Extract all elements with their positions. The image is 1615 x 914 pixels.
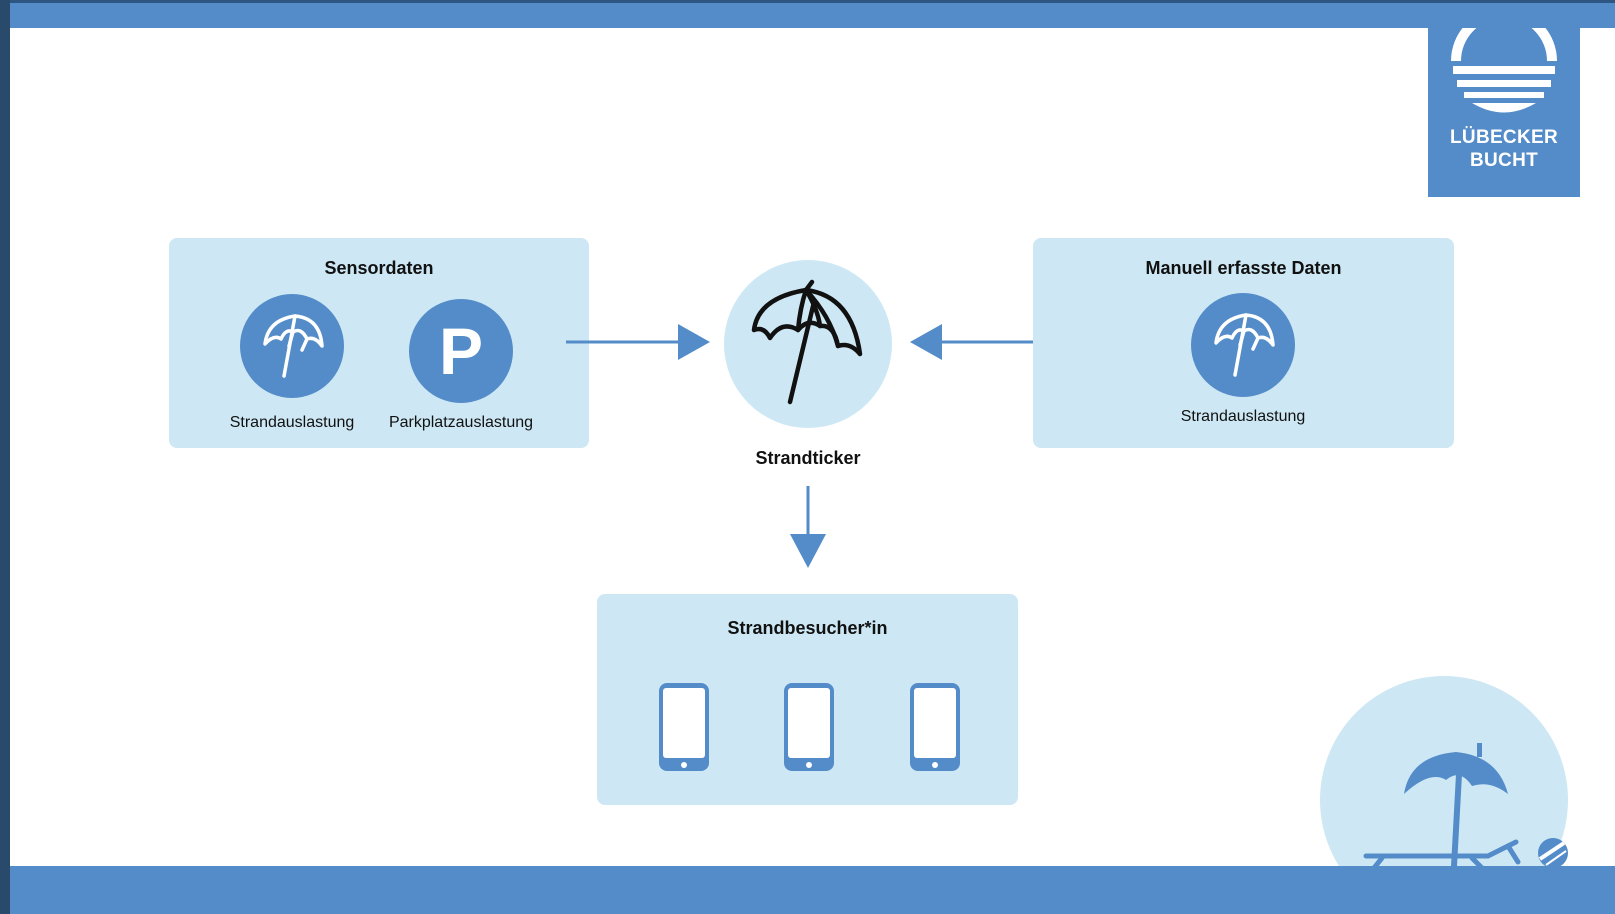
beach-umbrella-icon xyxy=(1320,676,1568,866)
luebecker-bucht-logo: LÜBECKER BUCHT xyxy=(1428,8,1580,197)
umbrella-circle xyxy=(240,294,344,398)
arrow-down-icon xyxy=(790,486,826,568)
arrow-left-icon xyxy=(910,324,1050,360)
arrow-right-icon xyxy=(566,324,710,360)
sensor-panel-title: Sensordaten xyxy=(324,258,434,278)
manual-data-panel: Manuell erfasste Daten Strandauslastung xyxy=(1033,238,1454,448)
smartphone-icon xyxy=(784,683,834,771)
umbrella-circle xyxy=(1191,293,1295,397)
visitor-panel-title: Strandbesucher*in xyxy=(727,618,888,638)
umbrella-icon xyxy=(1214,313,1275,377)
sensor-item-label-parking: Parkplatzauslastung xyxy=(388,414,534,431)
logo-wordmark: LÜBECKER BUCHT xyxy=(1428,126,1580,172)
bottom-band xyxy=(10,866,1615,914)
strandticker-label: Strandticker xyxy=(755,448,861,468)
parking-icon: P xyxy=(438,314,484,388)
smartphone-icon xyxy=(659,683,709,771)
logo-line-1: LÜBECKER xyxy=(1450,127,1558,148)
sensor-data-panel: Sensordaten Strandauslastung P Parkplatz… xyxy=(169,238,589,448)
top-band xyxy=(10,0,1615,28)
window-edge xyxy=(0,0,10,914)
logo-line-2: BUCHT xyxy=(1470,150,1538,171)
manual-panel-title: Manuell erfasste Daten xyxy=(1145,258,1342,278)
sensor-item-label-beach: Strandauslastung xyxy=(229,414,355,431)
strandticker-hub xyxy=(724,260,892,428)
manual-item-label-beach: Strandauslastung xyxy=(1180,408,1306,425)
smartphone-icon xyxy=(910,683,960,771)
beach-visitor-panel: Strandbesucher*in xyxy=(597,594,1018,805)
umbrella-icon xyxy=(751,279,863,405)
logo-emblem-icon xyxy=(1451,8,1557,113)
parking-circle: P xyxy=(409,299,513,403)
umbrella-icon xyxy=(263,314,324,378)
beach-scene-illustration xyxy=(1320,676,1568,866)
